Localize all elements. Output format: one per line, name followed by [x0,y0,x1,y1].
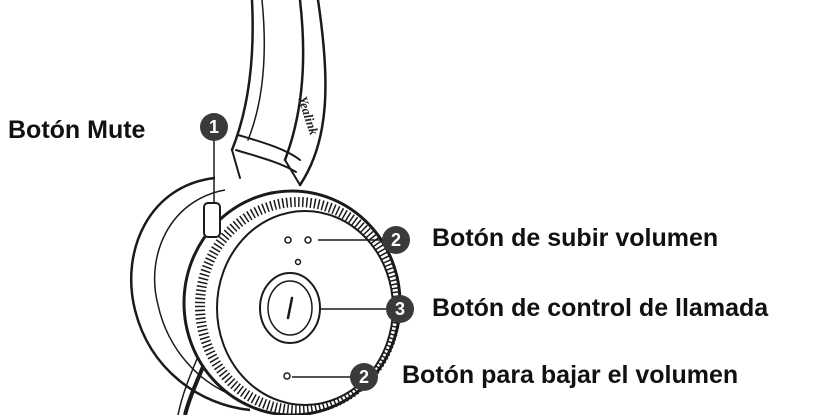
callout-badge-2-up: 2 [382,226,410,254]
callout-badge-1: 1 [200,113,228,141]
mute-button-label: Botón Mute [8,118,145,143]
volume-down-label: Botón para bajar el volumen [402,363,738,388]
mute-button-shape [204,203,220,237]
callout-badge-2-down: 2 [350,363,378,391]
callout-badge-3: 3 [386,295,414,323]
brand-mark: Yealink [295,94,322,137]
headband [232,0,325,185]
volume-up-label: Botón de subir volumen [432,226,718,251]
call-control-label: Botón de control de llamada [432,296,768,321]
